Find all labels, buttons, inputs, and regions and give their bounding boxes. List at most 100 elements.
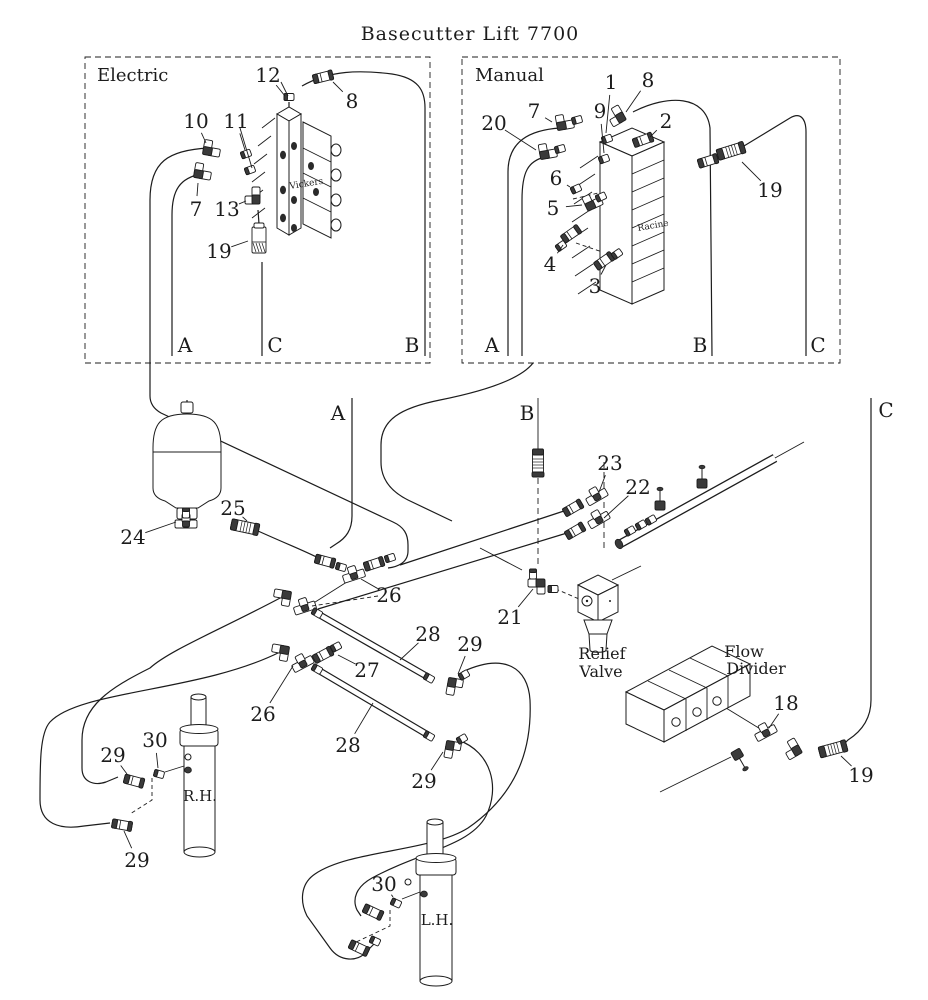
leader-line-11 [239, 133, 246, 151]
fitting-e [244, 186, 261, 205]
leaders-layer [120, 81, 852, 898]
left-cylinder [404, 818, 457, 987]
fitting-u [348, 939, 371, 957]
leader-line-10 [200, 132, 207, 144]
leader-line-20 [504, 129, 537, 151]
callout-7: 7 [528, 99, 541, 123]
electric-section-label: Electric [97, 65, 168, 86]
callout-6: 6 [550, 166, 563, 190]
leader-line-28 [399, 642, 419, 661]
fitting-u [564, 521, 587, 540]
callout-27: 27 [354, 658, 379, 682]
tube-28b [316, 666, 430, 739]
leader-line-13 [238, 200, 247, 205]
fitting-d [311, 663, 323, 675]
leader-line-22 [603, 495, 629, 519]
electric-section-box [84, 56, 431, 364]
leader-line-27 [337, 654, 356, 665]
line-letter-c-line-continuation: C [878, 398, 893, 422]
right-cylinder-label: R.H. [183, 787, 217, 805]
fitting-u [560, 224, 582, 244]
fitting-d [624, 525, 636, 537]
fitting-d [458, 669, 470, 681]
callout-22: 22 [625, 475, 650, 499]
fitting-e [527, 578, 546, 595]
callout-3: 3 [589, 274, 602, 298]
fitting-t [754, 722, 778, 742]
fitting-d [570, 183, 582, 195]
callout-20: 20 [481, 111, 506, 135]
fitting-d [311, 607, 323, 619]
leader-line-7 [544, 117, 553, 123]
leader-line-extra [239, 127, 253, 169]
right-cylinder [179, 693, 219, 858]
callout-21: 21 [497, 605, 522, 629]
hose-manual-a [507, 127, 561, 356]
fitting-u [312, 69, 335, 84]
line-letter-a-line-continuation: A [330, 401, 346, 425]
fitting-e [273, 588, 292, 607]
line-letter-b-line-continuation: B [520, 401, 535, 425]
fitting-d [283, 93, 295, 101]
fitting-d [335, 562, 347, 572]
line-c-run [844, 398, 872, 744]
leader-line-29 [457, 655, 466, 675]
fitting-e [443, 740, 462, 759]
line-letter-b-electric-port: B [405, 333, 420, 357]
leader-line-12 [275, 84, 286, 97]
flow-divider-label-1: Flow [724, 642, 764, 661]
line-letter-a-manual-port: A [484, 333, 500, 357]
callout-7: 7 [190, 197, 203, 221]
hose-electric-a [149, 147, 409, 569]
manual-section-label: Manual [475, 65, 544, 86]
leader-line-19 [231, 240, 249, 248]
fitting-d [456, 733, 468, 745]
fitting-u [697, 153, 720, 169]
leader-line-29 [120, 765, 128, 775]
hose-25 [257, 530, 323, 561]
callout-19: 19 [206, 239, 231, 263]
callout-19: 19 [757, 178, 782, 202]
callout-30: 30 [371, 872, 396, 896]
fitting-u [562, 498, 585, 517]
fitting-c [696, 464, 708, 489]
fitting-u [111, 818, 133, 832]
callout-24: 24 [120, 525, 145, 549]
callout-2: 2 [660, 109, 673, 133]
leader-line-26 [360, 578, 378, 589]
leader-line-26 [269, 665, 294, 704]
hose-lh-lower [354, 739, 494, 917]
accumulator [152, 401, 222, 520]
fitting-e [271, 643, 290, 662]
lh-port-link [401, 891, 421, 900]
callout-30: 30 [142, 728, 167, 752]
leader-line-25 [242, 516, 248, 522]
callout-18: 18 [773, 691, 798, 715]
fitting-d [635, 519, 647, 531]
callout-5: 5 [547, 196, 560, 220]
leader-line-29 [123, 830, 133, 849]
fitting-d [153, 769, 165, 779]
fitting-U [531, 448, 545, 478]
fitting-t [587, 509, 611, 529]
hose-manual-a2 [521, 156, 546, 356]
fitting-d [423, 730, 435, 742]
callout-29: 29 [124, 848, 149, 872]
fitting-u [593, 251, 615, 271]
fitting-d [529, 568, 537, 580]
callout-13: 13 [214, 197, 239, 221]
line-letter-c-electric-port: C [267, 333, 282, 357]
fitting-d [598, 153, 610, 165]
callout-28: 28 [335, 733, 360, 757]
callout-28: 28 [415, 622, 440, 646]
fitting-d [645, 514, 657, 526]
fitting-d [390, 897, 402, 909]
hose-21 [479, 547, 523, 571]
fitting-d [240, 148, 252, 160]
fitting-e [785, 737, 803, 760]
fitting-U [715, 141, 747, 161]
callout-29: 29 [411, 769, 436, 793]
leader-line-6 [566, 184, 571, 188]
